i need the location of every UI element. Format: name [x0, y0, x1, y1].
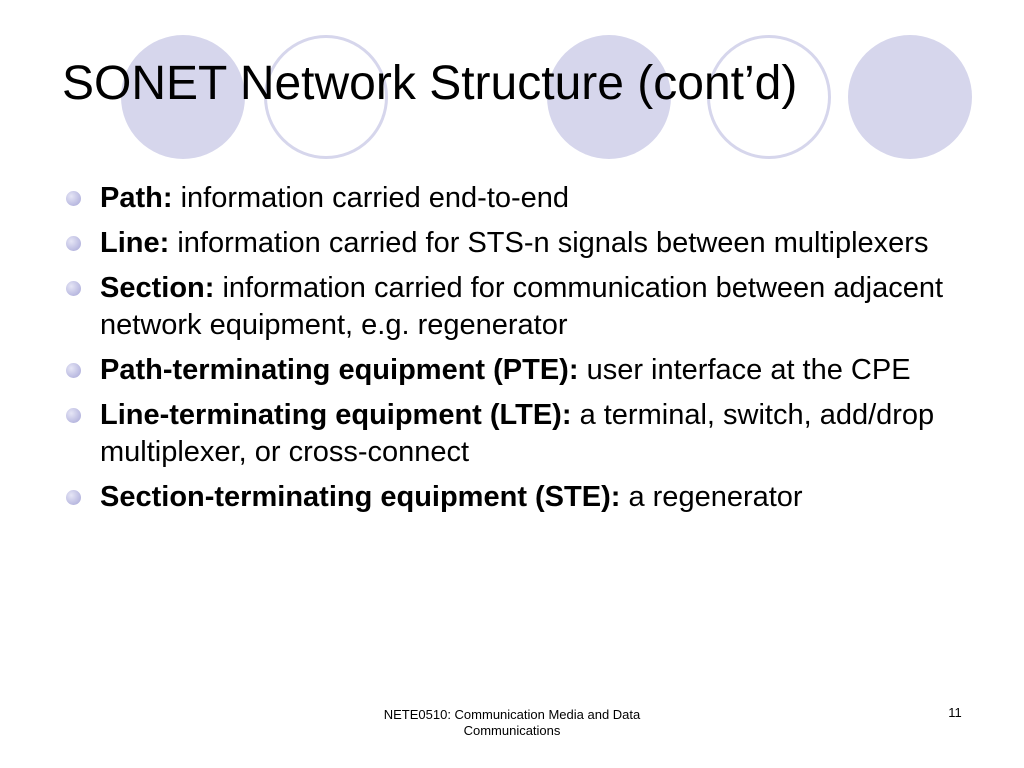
bullet-item-line: Line: information carried for STS-n sign…	[62, 225, 972, 262]
bullet-item-ste: Section-terminating equipment (STE): a r…	[62, 479, 972, 516]
bullet-term: Path-terminating equipment (PTE):	[100, 354, 579, 386]
decorative-circle-5	[848, 35, 972, 159]
bullet-dot-icon	[66, 363, 81, 378]
bullet-dot-icon	[66, 490, 81, 505]
bullet-text: information carried end-to-end	[180, 182, 570, 214]
bullet-item-lte: Line-terminating equipment (LTE): a term…	[62, 397, 972, 471]
bullet-dot-icon	[66, 236, 81, 251]
bullet-text: information carried for communication be…	[100, 272, 944, 341]
decorative-circle-2	[264, 35, 388, 159]
bullet-term: Line:	[100, 227, 170, 259]
bullet-text: a regenerator	[628, 481, 803, 513]
bullet-text: information carried for STS-n signals be…	[177, 227, 929, 259]
bullet-dot-icon	[66, 281, 81, 296]
bullet-term: Section-terminating equipment (STE):	[100, 481, 621, 513]
bullet-item-pte: Path-terminating equipment (PTE): user i…	[62, 352, 972, 389]
bullet-list: Path: information carried end-to-end Lin…	[62, 180, 972, 524]
decorative-circle-1	[121, 35, 245, 159]
bullet-term: Section:	[100, 272, 215, 304]
bullet-dot-icon	[66, 408, 81, 423]
slide-title: SONET Network Structure (cont’d)	[62, 57, 798, 110]
bullet-term: Line-terminating equipment (LTE):	[100, 399, 572, 431]
bullet-term: Path:	[100, 182, 173, 214]
bullet-text: a terminal, switch, add/drop multiplexer…	[100, 399, 935, 468]
bullet-item-section: Section: information carried for communi…	[62, 270, 972, 344]
decorative-circle-3	[547, 35, 671, 159]
bullet-text: user interface at the CPE	[586, 354, 911, 386]
bullet-item-path: Path: information carried end-to-end	[62, 180, 972, 217]
decorative-circle-4	[707, 35, 831, 159]
slide-footer: NETE0510: Communication Media and Data C…	[383, 707, 641, 738]
page-number: 11	[948, 705, 962, 720]
bullet-dot-icon	[66, 191, 81, 206]
